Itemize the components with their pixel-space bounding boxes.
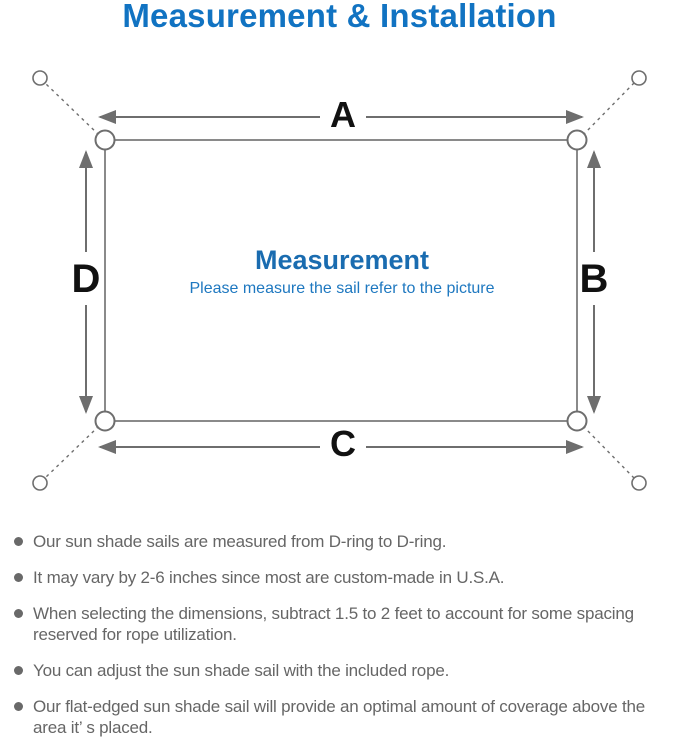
- dimension-label-c: C: [330, 423, 356, 464]
- rope-dashed-line-top-right: [582, 82, 635, 136]
- anchor-point-circle-bottom-left: [32, 475, 48, 491]
- bullet-text: It may vary by 2-6 inches since most are…: [33, 568, 505, 587]
- list-item: Our flat-edged sun shade sail will provi…: [14, 696, 674, 738]
- bullet-icon: [14, 537, 23, 546]
- list-item: When selecting the dimensions, subtract …: [14, 603, 674, 645]
- bullet-text: When selecting the dimensions, subtract …: [33, 604, 634, 644]
- dimension-label-d: D: [72, 257, 101, 301]
- sail-outline: [104, 139, 578, 422]
- instruction-list: Our sun shade sails are measured from D-…: [14, 531, 674, 739]
- dimension-label-b: B: [580, 257, 609, 301]
- page-title: Measurement & Installation: [122, 0, 557, 34]
- bullet-icon: [14, 573, 23, 582]
- d-ring-bottom-left: [94, 410, 116, 432]
- d-ring-top-right: [566, 129, 588, 151]
- d-ring-bottom-right: [566, 410, 588, 432]
- dimension-label-a: A: [330, 94, 356, 135]
- anchor-point-circle-bottom-right: [631, 475, 647, 491]
- center-heading: Measurement: [255, 245, 429, 275]
- bullet-text: Our flat-edged sun shade sail will provi…: [33, 697, 646, 737]
- anchor-point-circle-top-right: [631, 70, 647, 86]
- list-item: Our sun shade sails are measured from D-…: [14, 531, 674, 552]
- bullet-text: You can adjust the sun shade sail with t…: [33, 661, 450, 680]
- bullet-icon: [14, 609, 23, 618]
- bullet-icon: [14, 666, 23, 675]
- bullet-icon: [14, 702, 23, 711]
- rope-dashed-line-bottom-left: [44, 425, 100, 479]
- list-item: You can adjust the sun shade sail with t…: [14, 660, 674, 681]
- rope-dashed-line-bottom-right: [582, 425, 635, 479]
- list-item: It may vary by 2-6 inches since most are…: [14, 567, 674, 588]
- anchor-point-circle-top-left: [32, 70, 48, 86]
- d-ring-top-left: [94, 129, 116, 151]
- bullet-text: Our sun shade sails are measured from D-…: [33, 532, 447, 551]
- rope-dashed-line-top-left: [44, 82, 100, 136]
- center-subtitle: Please measure the sail refer to the pic…: [189, 280, 494, 297]
